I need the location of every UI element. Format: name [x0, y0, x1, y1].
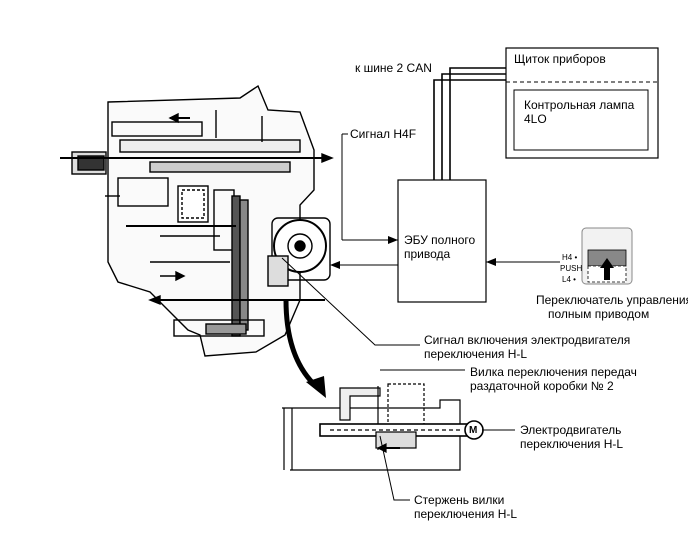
switch-caption-line1: Переключатель управления: [536, 293, 688, 307]
ecu-label-line1: ЭБУ полного: [404, 233, 476, 247]
switch-push-label: PUSH: [560, 264, 583, 273]
meter-title: Щиток приборов: [514, 52, 606, 66]
fork-label-line2: раздаточной коробки № 2: [470, 379, 614, 393]
switch-caption-line2: полным приводом: [548, 307, 650, 321]
fork-label-line1: Вилка переключения передач: [470, 365, 637, 379]
motor-symbol: M: [469, 425, 478, 436]
rod-label-line2: переключения H-L: [414, 507, 518, 521]
motor-signal-line1: Сигнал включения электродвигателя: [424, 333, 631, 347]
indicator-label-line1: Контрольная лампа: [524, 98, 635, 112]
can-bus-label: к шине 2 CAN: [355, 61, 432, 75]
ecu-box: [397, 179, 487, 303]
motor-label-line1: Электродвигатель: [520, 423, 622, 437]
switch-h4-label: H4 •: [562, 253, 578, 262]
switch-l4-label: L4 •: [562, 275, 576, 284]
indicator-lamp-box: [513, 89, 649, 151]
ecu-label-line2: привода: [404, 247, 451, 261]
rod-label-line1: Стержень вилки: [414, 493, 505, 507]
motor-label-line2: переключения H-L: [520, 437, 624, 451]
can-bus-lines: [433, 67, 506, 180]
shift-fork-detail: [282, 383, 471, 471]
motor-signal-line2: переключения H-L: [424, 347, 528, 361]
h4f-signal-label: Сигнал H4F: [350, 127, 417, 141]
indicator-label-line2: 4LO: [524, 112, 547, 126]
leader-lines: [281, 133, 515, 501]
push-switch-icon: [581, 227, 633, 285]
transfer-case-illustration: [60, 84, 334, 357]
